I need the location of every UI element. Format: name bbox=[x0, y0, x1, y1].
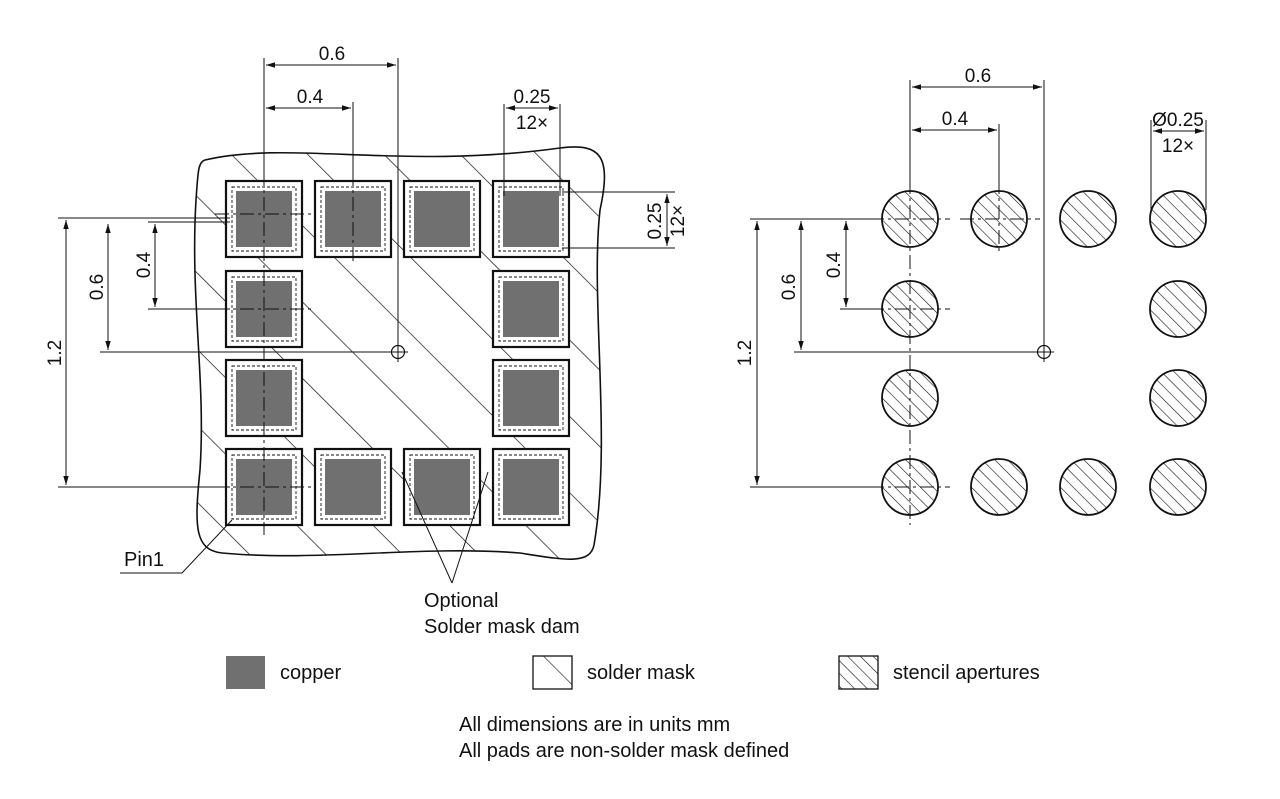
legend: copper solder mask stencil apertures bbox=[226, 655, 1040, 690]
pad bbox=[491, 269, 571, 349]
stencil-aperture bbox=[1059, 458, 1117, 516]
stencil-aperture bbox=[1149, 369, 1207, 427]
dim-pitch-x-total: 0.6 bbox=[319, 44, 345, 65]
copper-pad bbox=[414, 459, 470, 515]
stencil-dim-pitch-y-total: 0.6 bbox=[779, 274, 800, 300]
legend-copper-swatch bbox=[226, 656, 265, 689]
copper-pad bbox=[503, 459, 559, 515]
copper-pad bbox=[503, 281, 559, 337]
legend-stencil-label: stencil apertures bbox=[893, 662, 1040, 684]
center-lines bbox=[215, 172, 354, 535]
pad bbox=[491, 179, 571, 259]
dim-pad-height-count: 12× bbox=[668, 205, 689, 237]
copper-pad bbox=[503, 191, 559, 247]
note-units: All dimensions are in units mm bbox=[459, 714, 730, 736]
stencil-dim-diameter: Ø0.25 bbox=[1152, 110, 1204, 131]
pad bbox=[224, 447, 304, 527]
stencil-center-lines bbox=[870, 180, 1040, 525]
dim-pitch-y-total: 0.6 bbox=[87, 274, 108, 300]
copper-pad bbox=[503, 370, 559, 426]
pad bbox=[402, 447, 482, 527]
pcb-land-pattern-view: 0.6 0.4 0.25 12× 0.25 12× 0.4 0.6 1.2 Pi… bbox=[45, 44, 689, 638]
stencil-aperture bbox=[1149, 280, 1207, 338]
dam-label-line2: Solder mask dam bbox=[424, 616, 580, 638]
stencil-dim-pitch-x-total: 0.6 bbox=[965, 66, 991, 87]
stencil-dim-pitch-y: 0.4 bbox=[824, 251, 845, 278]
pin1-label: Pin1 bbox=[124, 549, 164, 571]
pad bbox=[402, 179, 482, 259]
dam-label-line1: Optional bbox=[424, 590, 499, 612]
stencil-dim-pitch-x: 0.4 bbox=[942, 109, 969, 130]
aperture-array bbox=[881, 190, 1207, 516]
copper-pad bbox=[414, 191, 470, 247]
pad bbox=[313, 447, 393, 527]
pad bbox=[491, 358, 571, 438]
stencil-dim-height-total: 1.2 bbox=[735, 340, 756, 366]
stencil-aperture bbox=[1149, 190, 1207, 248]
dim-pitch-y: 0.4 bbox=[134, 251, 155, 278]
dim-pitch-x: 0.4 bbox=[297, 87, 324, 108]
copper-pad bbox=[325, 459, 381, 515]
stencil-aperture bbox=[1149, 458, 1207, 516]
stencil-view: 0.6 0.4 Ø0.25 12× 0.4 0.6 1.2 bbox=[735, 66, 1207, 525]
pad bbox=[491, 447, 571, 527]
note-pads: All pads are non-solder mask defined bbox=[459, 740, 789, 762]
pad bbox=[224, 179, 304, 259]
legend-stencil-swatch bbox=[838, 655, 879, 690]
dim-height-total: 1.2 bbox=[45, 340, 66, 366]
dim-pad-width: 0.25 bbox=[514, 87, 551, 108]
stencil-aperture bbox=[1059, 190, 1117, 248]
legend-copper-label: copper bbox=[280, 662, 341, 684]
stencil-aperture bbox=[970, 458, 1028, 516]
stencil-dim-count: 12× bbox=[1162, 136, 1194, 157]
legend-solder-mask-swatch bbox=[532, 655, 573, 690]
dim-pad-height: 0.25 bbox=[645, 203, 666, 240]
legend-solder-mask-label: solder mask bbox=[587, 662, 696, 684]
dim-pad-width-count: 12× bbox=[516, 113, 548, 134]
